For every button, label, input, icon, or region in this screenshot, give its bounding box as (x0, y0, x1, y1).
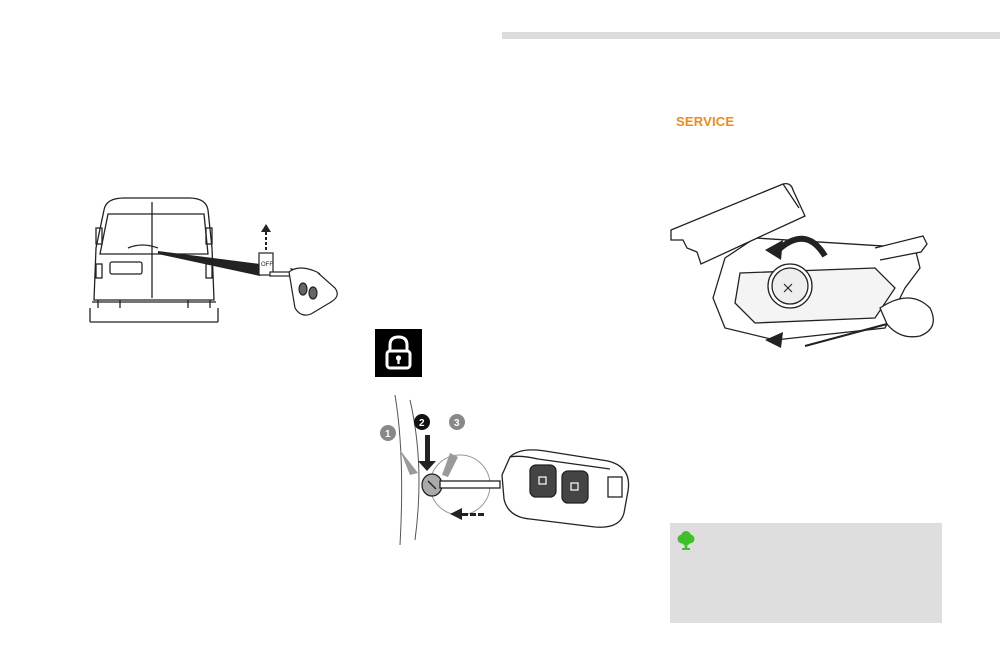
step-2-label: 2 (419, 418, 425, 429)
top-divider (502, 32, 1000, 39)
key-battery-replacement-illustration (670, 182, 934, 348)
lock-badge (375, 329, 422, 377)
van-rear-lock-illustration: OFF (89, 197, 338, 323)
eco-info-panel (670, 523, 942, 623)
tree-icon (677, 531, 695, 550)
step-3-label: 3 (454, 418, 460, 429)
step-1-label: 1 (385, 429, 391, 440)
step-markers: 1 2 3 (380, 414, 465, 441)
padlock-icon (385, 335, 412, 370)
key-ignition-illustration: 1 2 3 (380, 395, 630, 545)
service-label: SERVICE (676, 114, 735, 129)
off-label: OFF (261, 262, 273, 268)
